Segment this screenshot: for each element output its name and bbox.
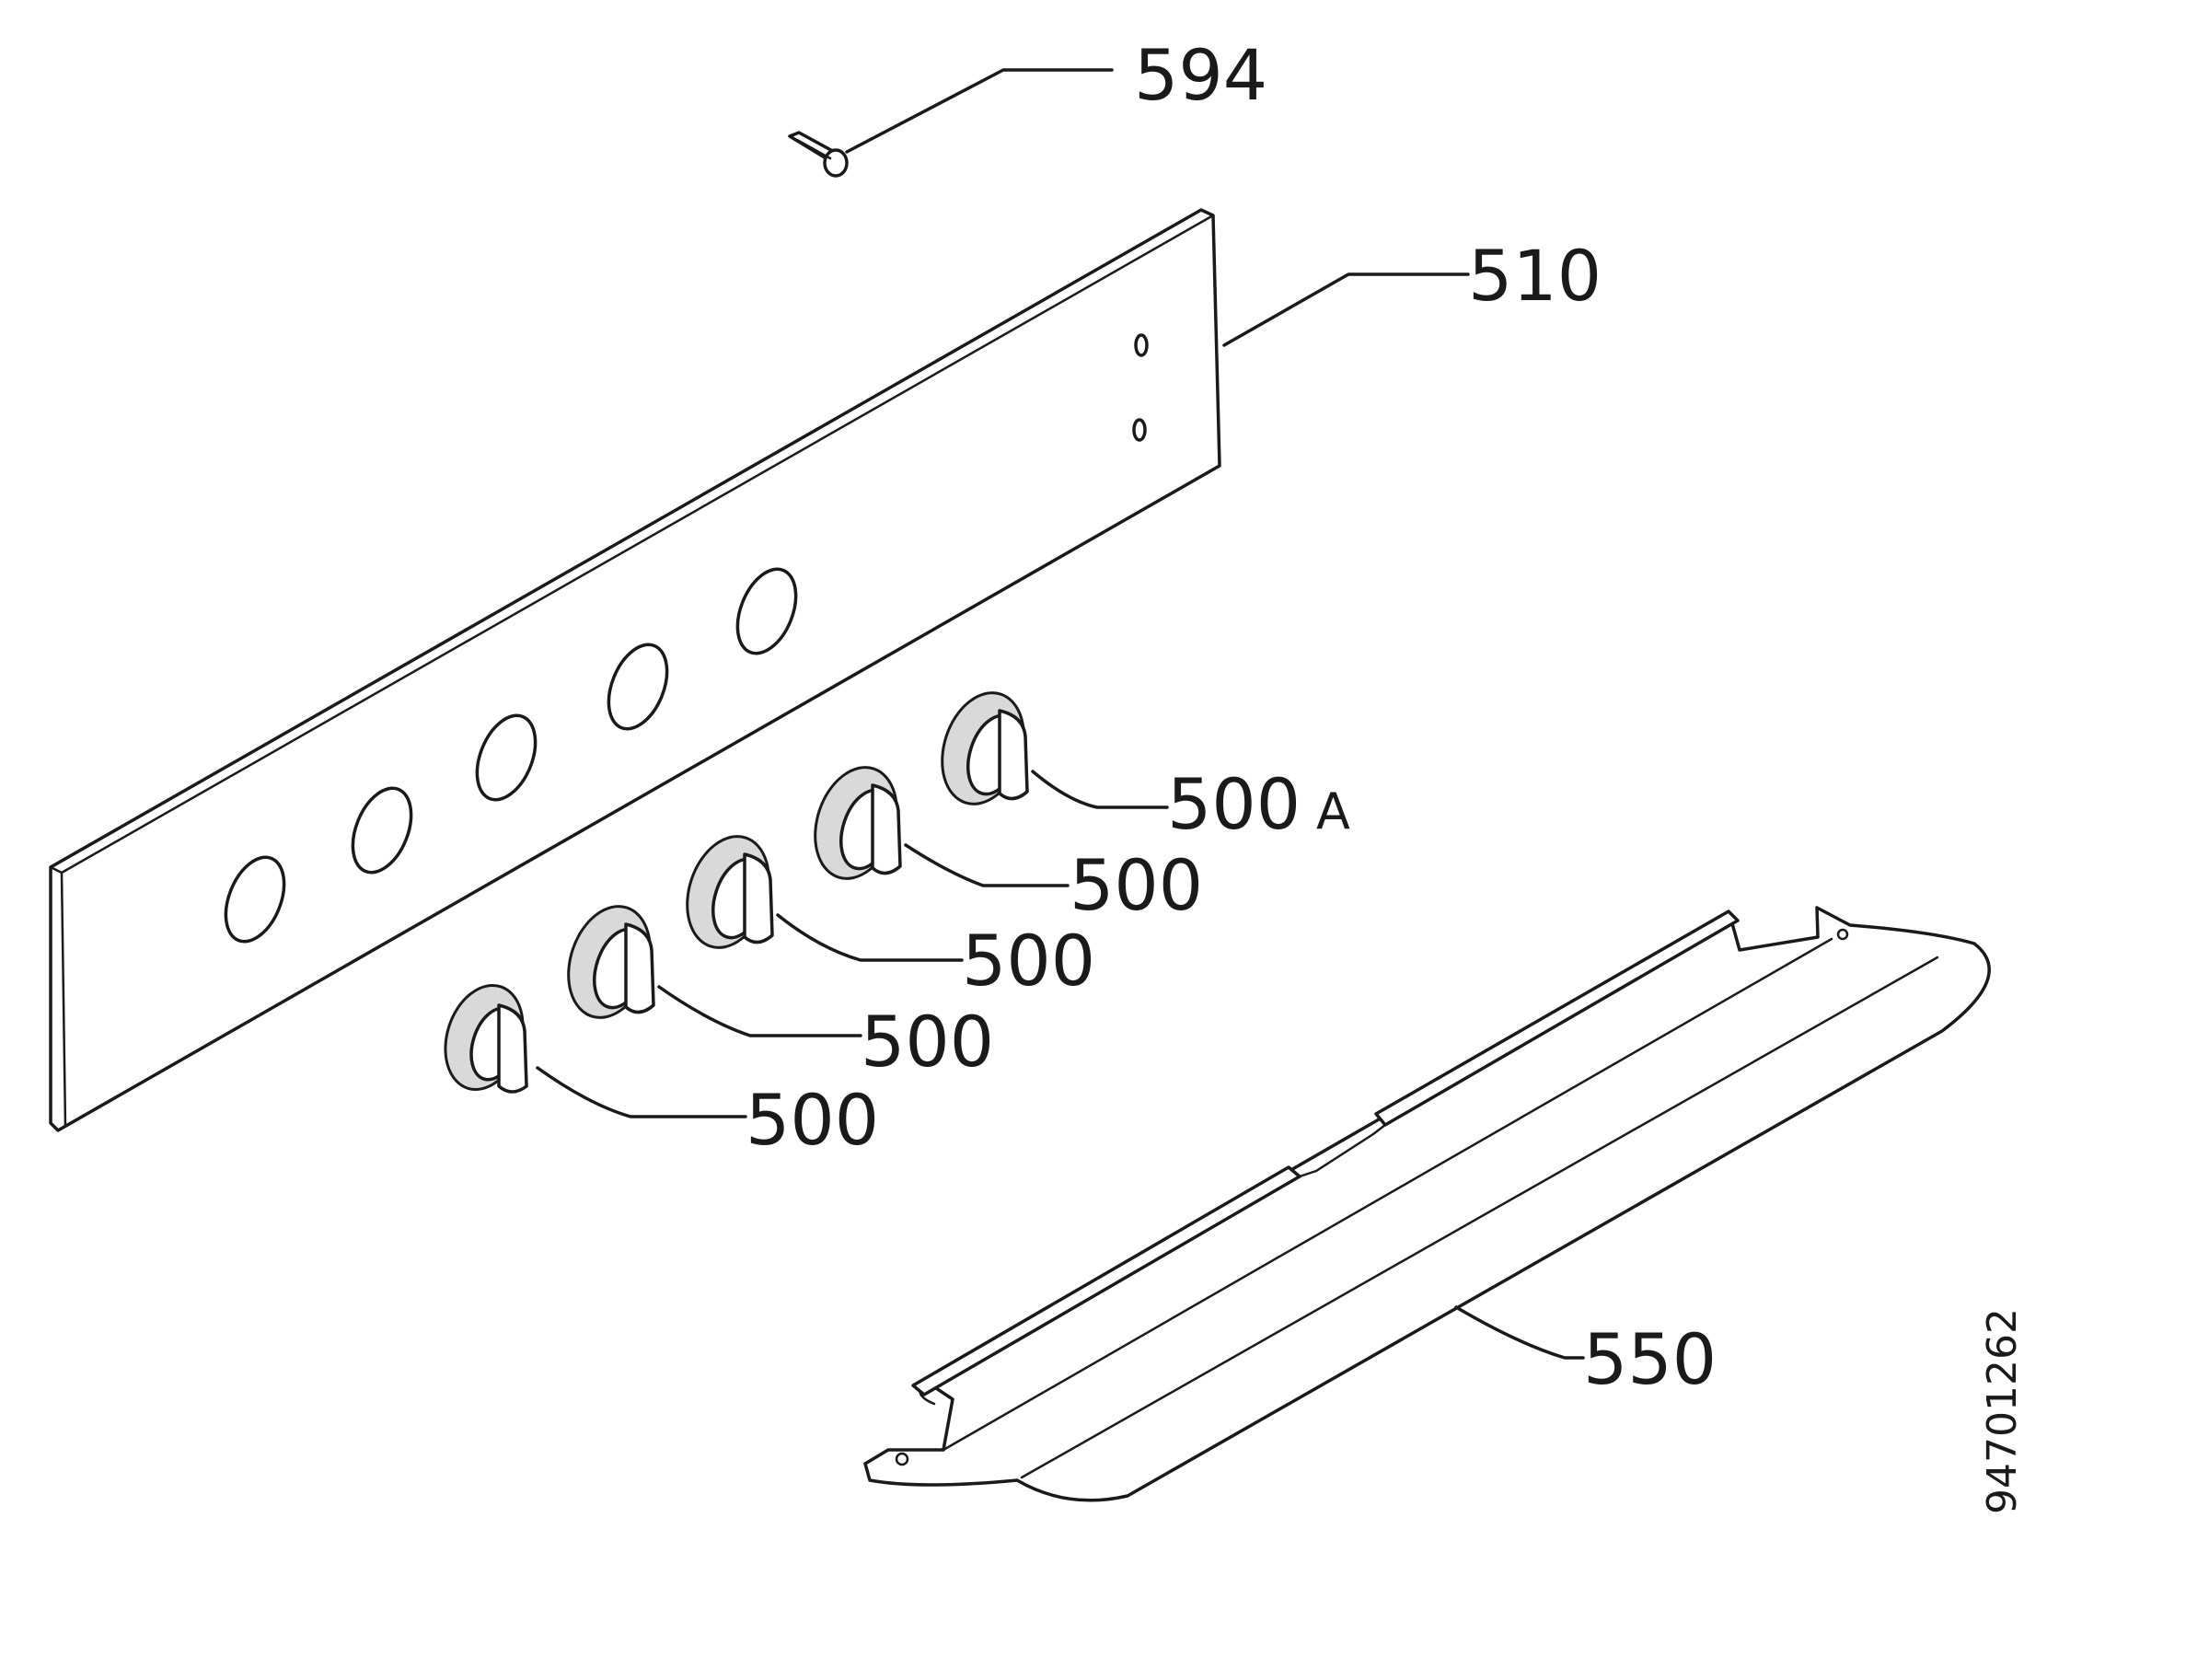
panel-fixing-hole-2 xyxy=(1132,418,1147,442)
leader-500-4 xyxy=(904,843,1070,887)
knob-500-4 xyxy=(814,766,902,880)
leader-510 xyxy=(1222,272,1470,347)
leader-594 xyxy=(845,68,1114,154)
document-number: 94701262 xyxy=(1979,1308,2026,1514)
leader-500-2 xyxy=(657,985,862,1037)
panel-hole-3 xyxy=(475,713,538,802)
part-594-pin xyxy=(788,131,849,178)
panel-fixing-hole-1 xyxy=(1134,333,1149,357)
leader-550 xyxy=(1454,1305,1585,1360)
part-550-tray xyxy=(863,906,1991,1502)
knob-500-2 xyxy=(567,905,655,1019)
callout-510: 510 xyxy=(1468,235,1602,317)
callout-550: 550 xyxy=(1583,1318,1717,1400)
leader-500a xyxy=(1031,770,1169,809)
panel-hole-2 xyxy=(351,786,413,875)
knob-500-1 xyxy=(444,983,528,1094)
leader-500-1 xyxy=(536,1066,747,1118)
panel-hole-1 xyxy=(224,855,286,944)
callout-500-1: 500 xyxy=(746,1079,879,1161)
callout-500a-suffix: A xyxy=(1316,782,1350,840)
knob-500a xyxy=(941,691,1029,805)
callout-500-3: 500 xyxy=(962,920,1095,1002)
callout-500-2: 500 xyxy=(861,1001,994,1083)
callout-500-4: 500 xyxy=(1070,844,1203,926)
knob-500-3 xyxy=(686,835,774,949)
callout-594: 594 xyxy=(1134,34,1267,116)
part-510-control-panel xyxy=(49,208,1221,1132)
leader-500-3 xyxy=(776,913,964,962)
callout-500a-number: 500 xyxy=(1167,763,1301,845)
panel-hole-4 xyxy=(607,643,669,731)
panel-hole-5 xyxy=(735,567,798,655)
